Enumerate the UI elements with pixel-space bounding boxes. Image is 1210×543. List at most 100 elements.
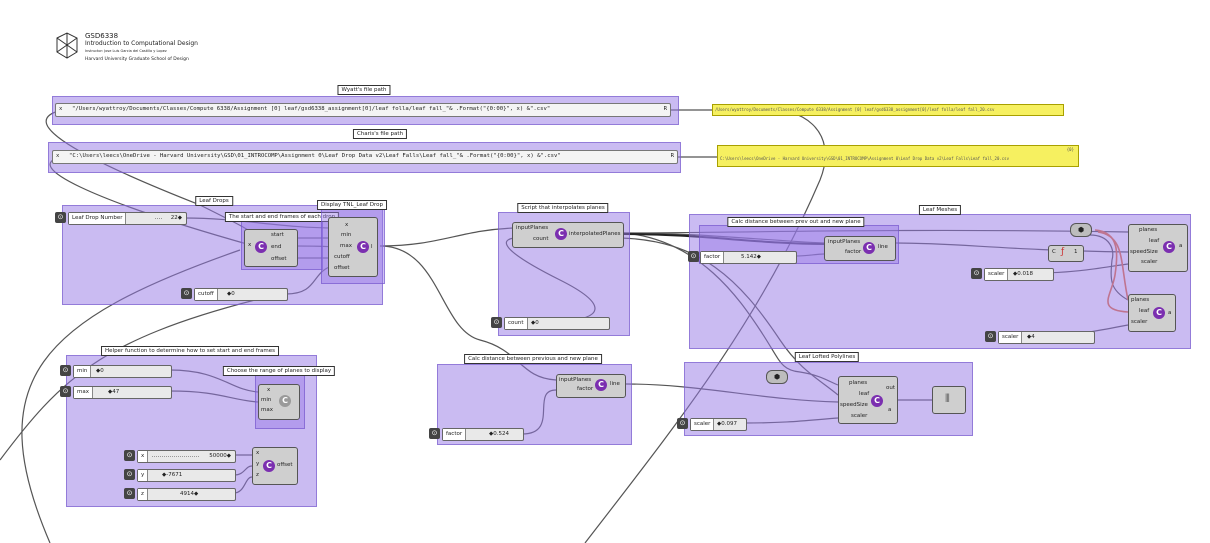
gear-icon[interactable]: ⬢	[1070, 223, 1092, 237]
output-line[interactable]: line	[610, 381, 620, 387]
input-max[interactable]: max	[340, 243, 352, 249]
output-start[interactable]: start	[271, 232, 284, 238]
output-one[interactable]: 1	[1074, 249, 1078, 255]
csharp-script-icon: C	[871, 395, 883, 407]
wyatt-format-expression[interactable]: x "/Users/wyattroy/Documents/Classes/Com…	[55, 103, 671, 117]
input-planes[interactable]: planes	[1139, 227, 1158, 233]
slider-label: min	[74, 366, 92, 377]
input-min[interactable]: min	[261, 397, 272, 403]
output-l[interactable]: l	[371, 244, 373, 250]
leaf-drop-number-slider[interactable]: Leaf Drop Number 22◆	[68, 212, 187, 225]
slider-grip-icon[interactable]: ⊙	[124, 469, 135, 480]
input-planes[interactable]: planes	[849, 380, 868, 386]
output-end[interactable]: end	[271, 244, 282, 250]
min-slider[interactable]: min ◆0	[73, 365, 172, 378]
input-x[interactable]: x	[56, 153, 60, 159]
output-a[interactable]: a	[888, 407, 892, 413]
input-x[interactable]: x	[345, 222, 349, 228]
slider-grip-icon[interactable]: ⊙	[985, 331, 996, 342]
slider-track	[152, 456, 199, 457]
y-slider[interactable]: y ◆-7671	[137, 469, 236, 482]
input-speedsize[interactable]: speedSize	[1130, 249, 1158, 255]
slider-grip-icon[interactable]: ⊙	[491, 317, 502, 328]
input-c[interactable]: C	[1052, 249, 1056, 255]
input-y[interactable]: y	[256, 461, 260, 467]
orient-script-component[interactable]: planes leaf scaler C a	[1128, 294, 1176, 332]
factor-slider[interactable]: factor 5.142◆	[700, 251, 797, 264]
slider-value: ◆0	[227, 291, 235, 297]
slider-grip-icon[interactable]: ⊙	[124, 450, 135, 461]
cutoff-slider[interactable]: cutoff ◆0	[194, 288, 288, 301]
input-speedsize[interactable]: speedSize	[840, 402, 868, 408]
z-slider[interactable]: z 4914◆	[137, 488, 236, 501]
slider-grip-icon[interactable]: ⊙	[124, 488, 135, 499]
input-factor[interactable]: factor	[577, 386, 594, 392]
slider-grip-icon[interactable]: ⊙	[55, 212, 66, 223]
output-a[interactable]: a	[1179, 243, 1183, 249]
curve-component[interactable]: C ƒ 1	[1048, 245, 1084, 262]
output-r[interactable]: R	[663, 106, 667, 112]
charis-output-panel[interactable]: {0} C:\Users\leecs\OneDrive - Harvard Un…	[717, 145, 1079, 167]
max-slider[interactable]: max ◆47	[73, 386, 172, 399]
input-cutoff[interactable]: cutoff	[334, 254, 350, 260]
output-interpolated[interactable]: interpolatedPlanes	[569, 231, 621, 237]
slider-grip-icon[interactable]: ⊙	[971, 268, 982, 279]
slider-grip-icon[interactable]: ⊙	[688, 251, 699, 262]
output-offset[interactable]: offset	[277, 462, 293, 468]
scaler-slider-1[interactable]: scaler ◆0.018	[984, 268, 1054, 281]
input-x[interactable]: x	[248, 242, 252, 248]
scaler-slider-2[interactable]: scaler ◆4	[998, 331, 1095, 344]
frames-script-component[interactable]: x C start end offset	[244, 229, 298, 267]
curve-icon: ƒ	[1061, 247, 1065, 257]
input-planes[interactable]: inputPlanes	[559, 377, 592, 383]
display-script-component[interactable]: x min max cutoff offset C l	[328, 217, 378, 277]
input-max[interactable]: max	[261, 407, 273, 413]
slider-label: scaler	[999, 332, 1023, 343]
input-planes[interactable]: inputPlanes	[516, 225, 549, 231]
polyline-scaler-slider[interactable]: scaler ◆0.097	[690, 418, 747, 431]
range-script-component[interactable]: x min max C	[258, 384, 300, 420]
output-r[interactable]: R	[670, 153, 674, 159]
group-leaf-meshes[interactable]	[689, 214, 1191, 349]
input-leaf[interactable]: leaf	[1149, 238, 1160, 244]
input-min[interactable]: min	[341, 232, 352, 238]
calc-script-component[interactable]: inputPlanes factor C line	[556, 374, 626, 398]
charis-format-expression[interactable]: x "C:\Users\leecs\OneDrive - Harvard Uni…	[52, 150, 678, 164]
mesh-script-component[interactable]: planes leaf speedSize scaler C a	[1128, 224, 1188, 272]
input-scaler[interactable]: scaler	[1131, 319, 1148, 325]
input-planes[interactable]: planes	[1131, 297, 1150, 303]
wyatt-output-panel[interactable]: /Users/wyattroy/Documents/Classes/Comput…	[712, 104, 1064, 116]
polyline-script-component[interactable]: planes leaf speedSize scaler C out a	[838, 376, 898, 424]
calc-factor-slider[interactable]: factor ◆0.524	[442, 428, 524, 441]
distance-script-component[interactable]: inputPlanes factor C line	[824, 236, 896, 261]
output-out[interactable]: out	[886, 385, 896, 391]
input-count[interactable]: count	[533, 236, 549, 242]
input-leaf[interactable]: leaf	[859, 391, 870, 397]
interpolate-script-component[interactable]: inputPlanes count C interpolatedPlanes	[512, 222, 624, 248]
input-leaf[interactable]: leaf	[1139, 308, 1150, 314]
slider-grip-icon[interactable]: ⊙	[429, 428, 440, 439]
slider-grip-icon[interactable]: ⊙	[60, 386, 71, 397]
input-x[interactable]: x	[256, 450, 260, 456]
x-slider[interactable]: x 50000◆	[137, 450, 236, 463]
slider-value: ◆0.097	[717, 421, 737, 427]
input-x[interactable]: x	[267, 387, 271, 393]
input-z[interactable]: z	[256, 472, 259, 478]
input-offset[interactable]: offset	[334, 265, 350, 271]
input-scaler[interactable]: scaler	[1141, 259, 1158, 265]
vector-xyz-component[interactable]: x y z C offset	[252, 447, 298, 485]
preview-component[interactable]: ⦀	[932, 386, 966, 414]
slider-grip-icon[interactable]: ⊙	[181, 288, 192, 299]
slider-value: 5.142◆	[741, 254, 761, 260]
input-planes[interactable]: inputPlanes	[828, 239, 861, 245]
output-offset[interactable]: offset	[271, 256, 287, 262]
slider-grip-icon[interactable]: ⊙	[60, 365, 71, 376]
output-a[interactable]: a	[1168, 310, 1172, 316]
gear-icon[interactable]: ⬢	[766, 370, 788, 384]
output-line[interactable]: line	[878, 244, 888, 250]
input-x[interactable]: x	[59, 106, 63, 112]
input-factor[interactable]: factor	[845, 249, 862, 255]
count-slider[interactable]: count ◆0	[504, 317, 610, 330]
slider-grip-icon[interactable]: ⊙	[677, 418, 688, 429]
input-scaler[interactable]: scaler	[851, 413, 868, 419]
